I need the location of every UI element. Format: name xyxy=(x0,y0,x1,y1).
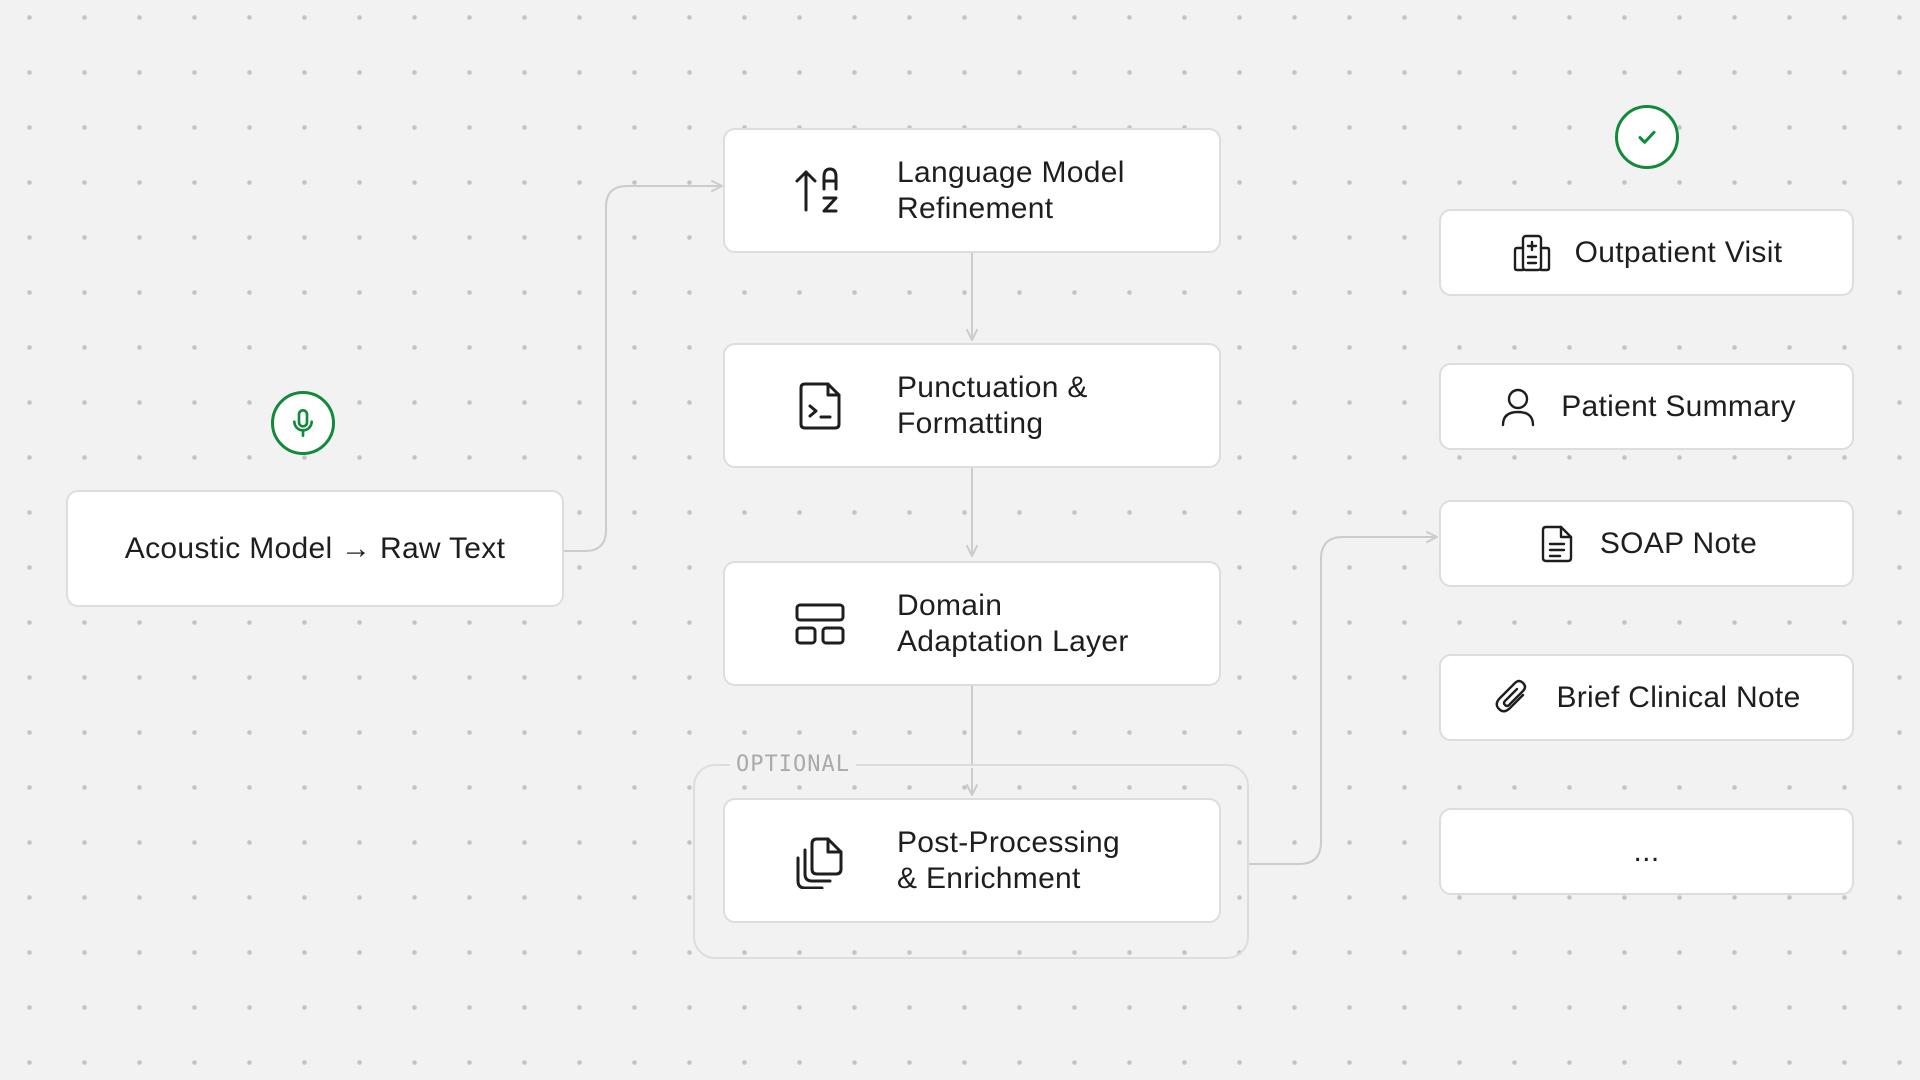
output-brief-clinical-note[interactable]: Brief Clinical Note xyxy=(1439,654,1854,741)
check-circle-icon xyxy=(1638,130,1656,144)
output-patient-summary[interactable]: Patient Summary xyxy=(1439,363,1854,450)
output-soap-note[interactable]: SOAP Note xyxy=(1439,500,1854,587)
stage-post-processing-enrichment[interactable]: Post-Processing & Enrichment xyxy=(723,798,1221,923)
microphone-badge xyxy=(271,391,335,455)
hospital-icon xyxy=(1513,234,1550,271)
output-more[interactable]: ... xyxy=(1439,808,1854,895)
stage-language-model-refinement[interactable]: Language Model Refinement xyxy=(723,128,1221,253)
layout-grid-icon xyxy=(795,603,845,644)
output-3-label: SOAP Note xyxy=(1599,526,1758,560)
connector-stage4-to-outputs xyxy=(1249,531,1438,865)
output-5-label: ... xyxy=(1633,834,1660,868)
source-node[interactable]: Acoustic Model → Raw Text xyxy=(66,490,564,607)
copy-files-icon xyxy=(796,837,843,889)
optional-group-label: OPTIONAL xyxy=(730,753,856,777)
sort-az-icon xyxy=(795,167,838,212)
stage-4-label-line2: & Enrichment xyxy=(897,861,1081,895)
paperclip-icon xyxy=(1495,679,1527,712)
stage-3-label-line2: Adaptation Layer xyxy=(897,624,1129,658)
stage-2-label-line1: Punctuation & xyxy=(897,370,1088,404)
optional-group-frame xyxy=(693,764,1249,959)
output-2-label: Patient Summary xyxy=(1561,389,1796,423)
connector-source-to-stage1 xyxy=(564,180,723,552)
stage-punctuation-formatting[interactable]: Punctuation & Formatting xyxy=(723,343,1221,468)
source-label: Acoustic Model → Raw Text xyxy=(124,531,506,565)
stage-1-label-line1: Language Model xyxy=(897,155,1125,189)
file-terminal-icon xyxy=(799,382,841,429)
microphone-icon xyxy=(293,409,313,437)
stage-4-label-line1: Post-Processing xyxy=(897,825,1120,859)
document-icon xyxy=(1541,525,1573,562)
output-outpatient-visit[interactable]: Outpatient Visit xyxy=(1439,209,1854,296)
stage-2-label-line2: Formatting xyxy=(897,406,1044,440)
check-badge xyxy=(1615,105,1679,169)
stage-3-label-line1: Domain xyxy=(897,588,1003,622)
user-icon xyxy=(1502,388,1535,426)
output-4-label: Brief Clinical Note xyxy=(1556,680,1801,714)
output-1-label: Outpatient Visit xyxy=(1574,235,1783,269)
stage-domain-adaptation-layer[interactable]: Domain Adaptation Layer xyxy=(723,561,1221,686)
stage-1-label-line2: Refinement xyxy=(897,191,1054,225)
